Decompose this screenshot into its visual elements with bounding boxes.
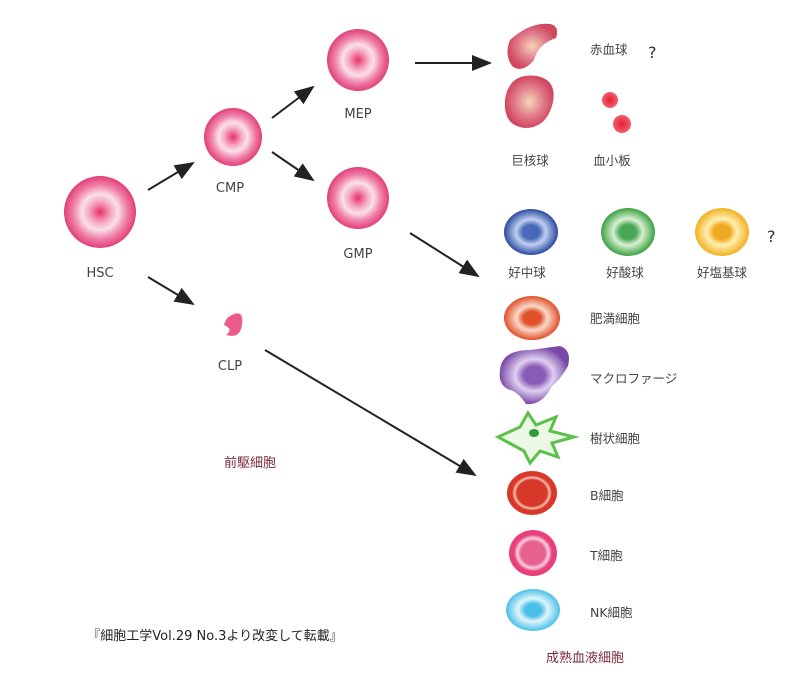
mep-cell [327,29,389,91]
mast-cell [504,296,560,340]
basophil-cell [695,208,749,256]
arrow-cmp-mep [271,85,315,119]
clp-label: CLP [218,359,242,374]
nk-cell-label: NK細胞 [590,605,633,620]
mep-label: MEP [344,107,371,122]
t-cell [509,530,557,576]
arrow-hsc-clp [147,276,195,306]
citation: 『細胞工学Vol.29 No.3より改変して転載』 [87,628,342,644]
dendritic-nucleus [529,429,539,437]
erythrocyte-cell [507,23,558,69]
macrophage-cell [499,346,569,405]
b-cell [507,471,557,515]
erythrocyte-question: ? [648,43,657,62]
hsc-cell [64,176,136,248]
basophil-label: 好塩基球 [697,265,748,280]
platelet-label: 血小板 [593,153,631,168]
platelet-1 [602,92,618,108]
basophil-question: ? [767,227,776,246]
arrow-gmp-myeloid [409,232,480,278]
eosinophil-label: 好酸球 [606,265,644,280]
cmp-label: CMP [216,181,244,196]
macrophage-label: マクロファージ [590,371,677,386]
neutrophil-label: 好中球 [508,265,546,280]
gmp-cell [327,167,389,229]
gmp-label: GMP [343,247,372,262]
t-cell-label: T細胞 [589,548,623,563]
b-cell-label: B細胞 [590,488,624,503]
progenitor-group-label: 前駆細胞 [224,455,276,471]
megakaryocyte-label: 巨核球 [511,153,549,168]
hsc-label: HSC [86,266,113,281]
arrow-hsc-cmp [147,161,195,191]
mast-cell-label: 肥満細胞 [590,311,641,326]
mature-group-label: 成熟血液細胞 [546,650,624,666]
arrow-clp-lymphoid [264,349,477,477]
cmp-cell [204,108,262,166]
neutrophil-cell [504,209,558,255]
nk-cell [506,589,560,631]
erythrocyte-label: 赤血球 [590,42,628,57]
clp-cell [224,313,243,336]
dendritic-cell [494,410,580,466]
megakaryocyte-cell [504,75,554,128]
platelet-2 [613,115,631,133]
dendritic-label: 樹状細胞 [590,431,641,446]
arrow-cmp-gmp [271,151,315,182]
eosinophil-cell [601,208,655,256]
